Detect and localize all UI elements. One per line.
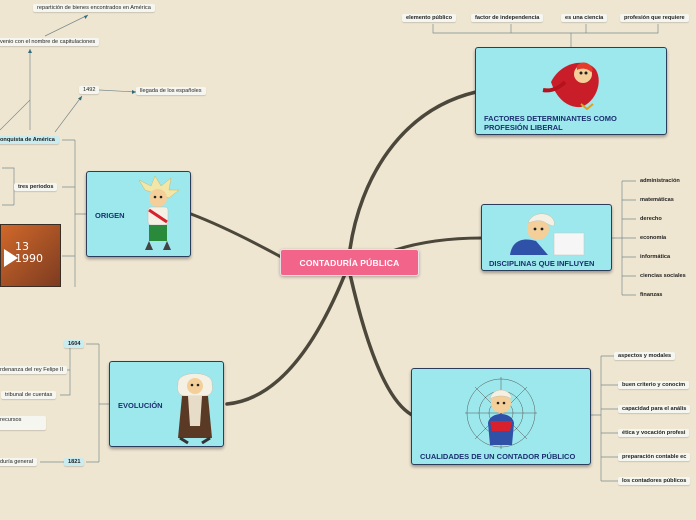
- evolucion-year-1604[interactable]: 1604: [64, 340, 85, 348]
- origen-convenio[interactable]: venio con el nombre de capitulaciones: [0, 38, 100, 46]
- branch-cualidades: [348, 272, 414, 417]
- character-spiky-hair-icon: [138, 176, 180, 250]
- origen-card[interactable]: ORIGEN: [86, 171, 191, 257]
- factor-item-4[interactable]: profesión que requiere: [620, 14, 689, 22]
- origen-label: ORIGEN: [95, 211, 125, 220]
- cualidad-item-3[interactable]: capacidad para el anális: [618, 405, 691, 413]
- disciplina-item-5[interactable]: informática: [640, 254, 671, 260]
- character-flying-girl-icon: [542, 62, 599, 110]
- evolucion-year-1821[interactable]: 1821: [64, 458, 85, 466]
- character-robed-man-icon: [177, 373, 213, 444]
- origen-llegada[interactable]: llegada de los españoles: [136, 87, 206, 95]
- evolucion-recursos[interactable]: recursos: [0, 416, 46, 430]
- branch-factores: [348, 90, 478, 251]
- factor-item-3[interactable]: es una ciencia: [561, 14, 608, 22]
- evolucion-ordenanza[interactable]: rdenanza del rey Felipe II: [0, 366, 68, 374]
- disciplinas-card[interactable]: DISCIPLINAS QUE INFLUYEN: [481, 204, 612, 271]
- character-lying-man-icon: [510, 213, 585, 256]
- video-thumbnail[interactable]: 13 1990: [0, 224, 61, 287]
- cualidad-item-5[interactable]: preparación contable ec: [618, 453, 691, 461]
- branch-evolucion: [225, 272, 347, 406]
- origen-year-1492[interactable]: 1492: [79, 86, 100, 94]
- evolucion-card[interactable]: EVOLUCIÓN: [109, 361, 224, 447]
- origen-periodos[interactable]: tres periodos: [14, 183, 58, 191]
- central-topic[interactable]: CONTADURÍA PÚBLICA: [280, 249, 419, 276]
- evolucion-tribunal[interactable]: tribunal de cuentas: [1, 391, 57, 399]
- origen-reparticion[interactable]: repartición de bienes encontrados en Amé…: [33, 4, 155, 12]
- video-caption: 13 1990: [15, 240, 43, 265]
- cualidad-item-4[interactable]: ética y vocación profesi: [618, 429, 690, 437]
- disciplina-item-6[interactable]: ciencias sociales: [640, 273, 686, 279]
- evolucion-general[interactable]: duría general: [0, 458, 37, 466]
- disciplina-item-2[interactable]: matemáticas: [640, 197, 674, 203]
- evolucion-label: EVOLUCIÓN: [118, 401, 163, 410]
- factores-card[interactable]: FACTORES DETERMINANTES COMO PROFESIÓN LI…: [475, 47, 667, 135]
- play-icon[interactable]: [4, 249, 18, 267]
- cualidad-item-1[interactable]: aspectos y modales: [614, 352, 676, 360]
- cualidades-card[interactable]: CUALIDADES DE UN CONTADOR PÚBLICO: [411, 368, 591, 465]
- central-topic-label: CONTADURÍA PÚBLICA: [299, 257, 400, 268]
- character-spider-web-icon: [465, 377, 537, 449]
- factores-label: FACTORES DETERMINANTES COMO PROFESIÓN LI…: [484, 114, 617, 132]
- cualidad-item-6[interactable]: los contadores públicos: [618, 477, 691, 485]
- disciplina-item-1[interactable]: administración: [640, 178, 680, 184]
- factor-item-2[interactable]: factor de independencia: [471, 14, 544, 22]
- origen-conquista[interactable]: onquista de América: [0, 136, 59, 144]
- branch-disciplinas: [393, 236, 484, 252]
- factor-item-1[interactable]: elemento público: [402, 14, 456, 22]
- branch-origen: [189, 212, 285, 260]
- cualidades-label: CUALIDADES DE UN CONTADOR PÚBLICO: [420, 452, 576, 461]
- disciplina-item-7[interactable]: finanzas: [640, 292, 663, 298]
- cualidad-item-2[interactable]: buen criterio y conocim: [618, 381, 690, 389]
- disciplina-item-4[interactable]: economía: [640, 235, 667, 241]
- disciplina-item-3[interactable]: derecho: [640, 216, 662, 222]
- disciplinas-label: DISCIPLINAS QUE INFLUYEN: [489, 259, 595, 268]
